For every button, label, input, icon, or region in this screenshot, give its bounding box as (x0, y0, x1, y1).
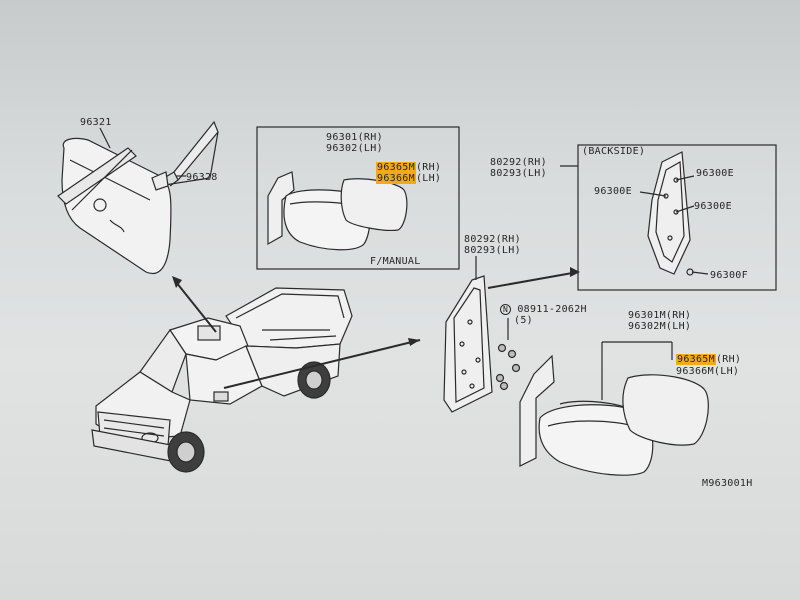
backside-panel-drawing (639, 151, 709, 276)
label-base-lh-a: 80293(LH) (490, 168, 547, 179)
label-main-glass-rh: 96365M(RH) (676, 354, 742, 365)
label-nut-part: N 08911-2062H (500, 304, 587, 315)
label-back-f: 96300F (710, 270, 748, 281)
nuts-drawing (495, 343, 521, 391)
label-back-e1: 96300E (696, 168, 734, 179)
leader-main-mirror (601, 341, 673, 400)
highlight-inset-glass-rh: 96365M (376, 162, 416, 173)
label-96328: 96328 (186, 172, 218, 183)
highlight-inset-glass-lh: 96366M (376, 173, 416, 184)
label-base-rh-a: 80292(RH) (490, 157, 547, 168)
reference-code: M963001H (702, 478, 753, 489)
label-inset-caption: F/MANUAL (370, 256, 421, 267)
inset-mirror-drawing (267, 171, 408, 251)
label-main-glass-lh: 96366M(LH) (676, 366, 740, 377)
mirror-base-drawing (443, 275, 493, 413)
label-nut-qty: (5) (514, 315, 533, 326)
label-back-e2: 96300E (594, 186, 632, 197)
nut-mark-circle: N (500, 304, 511, 315)
label-inset-rh: 96301(RH) (326, 132, 383, 143)
label-96321: 96321 (80, 117, 112, 128)
label-main-rh: 96301M(RH) (628, 310, 692, 321)
label-inset-glass-lh: 96366M(LH) (376, 173, 442, 184)
label-base-lh-b: 80293(LH) (464, 245, 521, 256)
pickup-truck-drawing (91, 287, 353, 473)
callout-arrows (175, 271, 579, 389)
main-mirror-drawing (519, 354, 709, 476)
label-base-rh-b: 80292(RH) (464, 234, 521, 245)
backside-box (577, 144, 777, 291)
label-backside-title: (BACKSIDE) (582, 146, 646, 157)
label-inset-glass-rh: 96365M(RH) (376, 162, 442, 173)
harness-96328-drawing (151, 120, 219, 191)
leader-96321 (99, 127, 111, 149)
highlight-main-glass-rh: 96365M (676, 354, 716, 365)
label-back-e3: 96300E (694, 201, 732, 212)
label-main-lh: 96302M(LH) (628, 321, 692, 332)
inset-manual-mirror-box (256, 126, 460, 270)
label-inset-lh: 96302(LH) (326, 143, 383, 154)
rearview-mirror-drawing (57, 137, 172, 275)
